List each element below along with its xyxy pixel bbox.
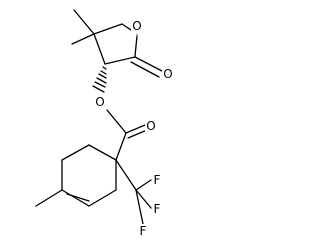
svg-text:O: O — [95, 95, 104, 109]
ring-oxygen-label: O — [131, 19, 143, 34]
bond — [88, 144, 117, 161]
bond — [35, 189, 63, 207]
bond — [93, 33, 106, 65]
svg-text:O: O — [163, 67, 172, 81]
bond — [115, 132, 127, 161]
bond — [134, 35, 138, 57]
fluorine-label-3: F — [138, 224, 149, 239]
bond — [104, 56, 136, 65]
svg-text:F: F — [154, 202, 161, 216]
bond — [135, 189, 152, 209]
bond — [66, 193, 90, 202]
hashed-wedge-bond — [92, 66, 107, 93]
bond — [93, 23, 123, 35]
svg-text:O: O — [132, 19, 141, 33]
molecule-structure: O O O O F F F — [35, 9, 174, 239]
bond — [135, 179, 152, 191]
bond — [71, 33, 95, 45]
fluorine-label-2: F — [152, 202, 163, 217]
svg-text:F: F — [154, 173, 161, 187]
lactone-carbonyl-oxygen-label: O — [162, 67, 174, 82]
bond — [135, 189, 144, 225]
ester-oxygen-label: O — [94, 95, 106, 110]
bond — [130, 61, 160, 78]
bond — [106, 109, 127, 134]
bond — [88, 189, 117, 207]
bond — [73, 9, 95, 35]
svg-text:F: F — [140, 224, 147, 238]
bond — [115, 159, 137, 191]
ester-carbonyl-oxygen-label: O — [145, 119, 157, 134]
svg-text:O: O — [146, 119, 155, 133]
bond — [134, 56, 163, 72]
fluorine-label-1: F — [152, 173, 163, 188]
bond — [61, 144, 90, 161]
bond — [127, 129, 148, 139]
bond — [61, 189, 90, 207]
bond — [125, 124, 146, 134]
